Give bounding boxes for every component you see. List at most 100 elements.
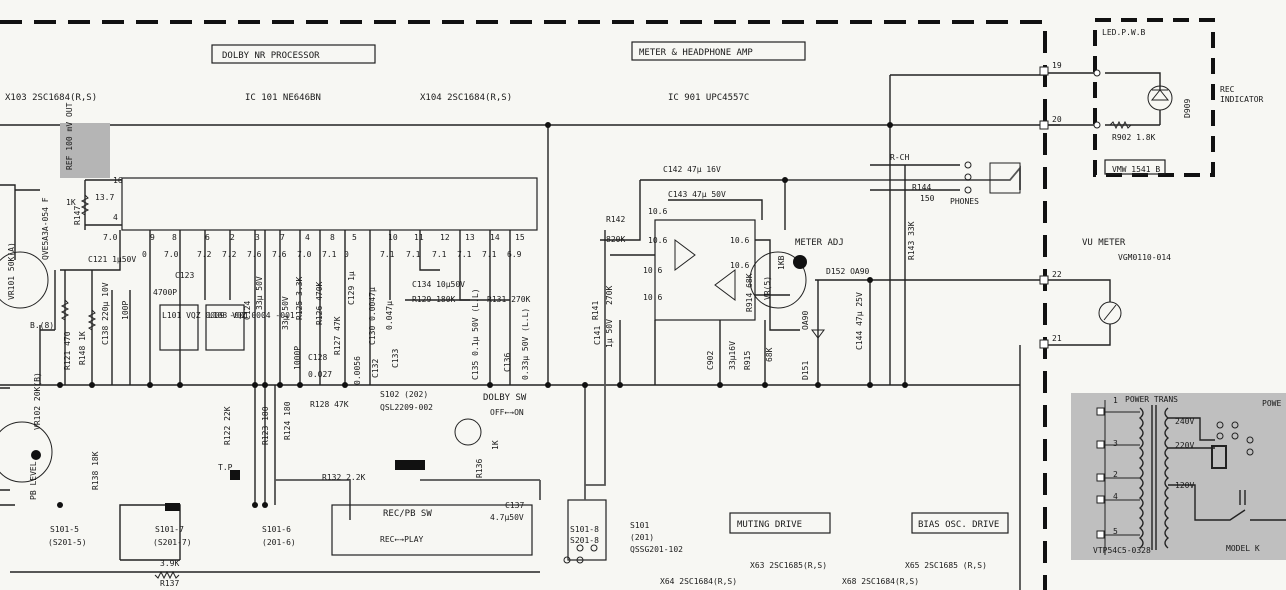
- vu-meter-needle: [1103, 304, 1117, 321]
- pb-level-label: PB LEVEL: [29, 461, 38, 500]
- vr5-label: VR(5): [763, 276, 772, 300]
- c123-label: C123: [175, 271, 194, 280]
- s2017-label: (S201-7): [153, 538, 192, 547]
- c137-value: 4.7μ50V: [490, 513, 524, 522]
- c141-value: 1μ 50V: [605, 319, 614, 348]
- l101-label: L101 VQZ 0009 -001: [162, 311, 249, 320]
- c100p-label: 100P: [121, 301, 130, 320]
- r141-value: 270K: [605, 286, 614, 305]
- meter-adj-knob[interactable]: [793, 255, 807, 269]
- rec-pb-switch[interactable]: [331, 504, 533, 556]
- s1017-label: S101-7: [155, 525, 184, 534]
- ic101-pin-voltage-0: 0: [142, 250, 147, 259]
- vr101-label: VR101 50K(A): [7, 242, 16, 300]
- c138-label: C138 220μ 10V: [101, 282, 110, 345]
- s1015-label: S101-5: [50, 525, 79, 534]
- ic101-pin-4: 3: [255, 233, 260, 242]
- x64-label: X64 2SC1684(R,S): [660, 577, 737, 586]
- vr102-knob[interactable]: [31, 450, 41, 460]
- vgm-label: VGM0110-014: [1118, 253, 1171, 262]
- opamp-pin-b: 10.6: [648, 236, 667, 245]
- rec-indicator-label-2: INDICATOR: [1220, 95, 1264, 104]
- d152-label: D152 OA90: [826, 267, 870, 276]
- c131-label: 0.047μ: [385, 301, 394, 330]
- r137-resistor: [154, 570, 180, 580]
- muting-drive-label: MUTING DRIVE: [737, 520, 802, 530]
- ic101-pin-7: 8: [330, 233, 335, 242]
- s101-label: S101: [630, 521, 649, 530]
- x103-transistor: [0, 251, 49, 309]
- c902-value: 33μ16V: [728, 341, 737, 370]
- d151-label: D151: [801, 361, 810, 380]
- opamp-a-symbol: [674, 239, 696, 271]
- terminal-19: [1039, 66, 1049, 76]
- ic101-pin-6: 4: [305, 233, 310, 242]
- r143-label: R143 33K: [907, 221, 916, 260]
- c124-label: C124: [243, 301, 252, 320]
- qsl-label: QSL2209-002: [380, 403, 433, 412]
- c128-label: C128: [308, 353, 327, 362]
- opamp-pin-a: 10.6: [648, 207, 667, 216]
- rec-pb-label: REC/PB SW: [383, 509, 432, 519]
- ic101-pin-voltage-10: 7.1: [406, 250, 421, 259]
- r141-label: R141: [591, 301, 600, 320]
- opamp-pin-e: 10.6: [730, 236, 749, 245]
- s2016-label: (201-6): [262, 538, 296, 547]
- meter-adj-label: METER ADJ: [795, 238, 844, 248]
- s2018-label: S201-8: [570, 536, 599, 545]
- x68-label: X68 2SC1684(R,S): [842, 577, 919, 586]
- c129-label: C129 1μ: [347, 271, 356, 305]
- ic101-pin-voltage-7: 7.1: [322, 250, 337, 259]
- r137-label: R137: [160, 579, 179, 588]
- v240-label: 240V: [1175, 417, 1194, 426]
- x65-label: X65 2SC1685 (R,S): [905, 561, 987, 570]
- s101-8-switch[interactable]: [567, 499, 607, 561]
- ic101-pin-12: 13: [465, 233, 475, 242]
- s102-label: S102 (202): [380, 390, 428, 399]
- opamp-pin-c: 10.6: [643, 266, 662, 275]
- vu-meter-label: VU METER: [1082, 238, 1126, 248]
- c133-label: C133: [391, 349, 400, 368]
- rch-label: R-CH: [890, 153, 909, 162]
- svg-text:4: 4: [1113, 492, 1118, 501]
- r142-value: 820K: [606, 235, 625, 244]
- r132-label: R132 2.2K: [322, 473, 366, 482]
- terminal-20: [1039, 120, 1049, 130]
- r914-label: R914 68K: [745, 273, 754, 312]
- x63-label: X63 2SC1685(R,S): [750, 561, 827, 570]
- pin4: 4: [113, 213, 118, 222]
- v70-label: 7.0: [103, 233, 118, 242]
- svg-text:3: 3: [1113, 439, 1118, 448]
- phones-jack[interactable]: [989, 162, 1021, 194]
- r147-value: 1K: [66, 198, 76, 207]
- r136-label: R136: [475, 459, 484, 478]
- ic101-label: IC 101 NE646BN: [245, 93, 321, 103]
- s102-switch[interactable]: [395, 460, 425, 470]
- vmw-label: VMW 1541 B: [1112, 165, 1160, 174]
- power-transformer-area: [1071, 393, 1286, 560]
- svg-text:2: 2: [1113, 470, 1118, 479]
- c135-label: C135 0.1μ 50V (L.L): [471, 288, 480, 380]
- r124-label: R124 180: [283, 401, 292, 440]
- c143-label: C143 47μ 50V: [668, 190, 726, 199]
- l103-label: L103 VQZ 0004 -001: [208, 311, 295, 320]
- r147-label: R147: [73, 206, 82, 225]
- s101-7-switch[interactable]: [165, 503, 180, 511]
- ic101-pin-9: 10: [388, 233, 398, 242]
- l103-coil: [205, 304, 245, 351]
- dolby-nr-block: [211, 44, 376, 64]
- r136-value: 1K: [491, 440, 500, 450]
- c1000p-label: 1000P: [293, 346, 302, 370]
- r915-value: 68K: [765, 347, 774, 362]
- muting-drive-block: [729, 512, 831, 534]
- s101-sub-label: (201): [630, 533, 654, 542]
- junction-dots: [57, 122, 908, 508]
- x104-transistor: [454, 418, 482, 446]
- bias-osc-label: BIAS OSC. DRIVE: [918, 520, 999, 530]
- c134-label: C134 10μ50V: [412, 280, 465, 289]
- r127-label: R127 47K: [333, 316, 342, 355]
- test-point[interactable]: [230, 470, 240, 480]
- ic101-pin-voltage-11: 7.1: [432, 250, 447, 259]
- ic101-pin-11: 12: [440, 233, 450, 242]
- d909-label: D909: [1183, 99, 1192, 118]
